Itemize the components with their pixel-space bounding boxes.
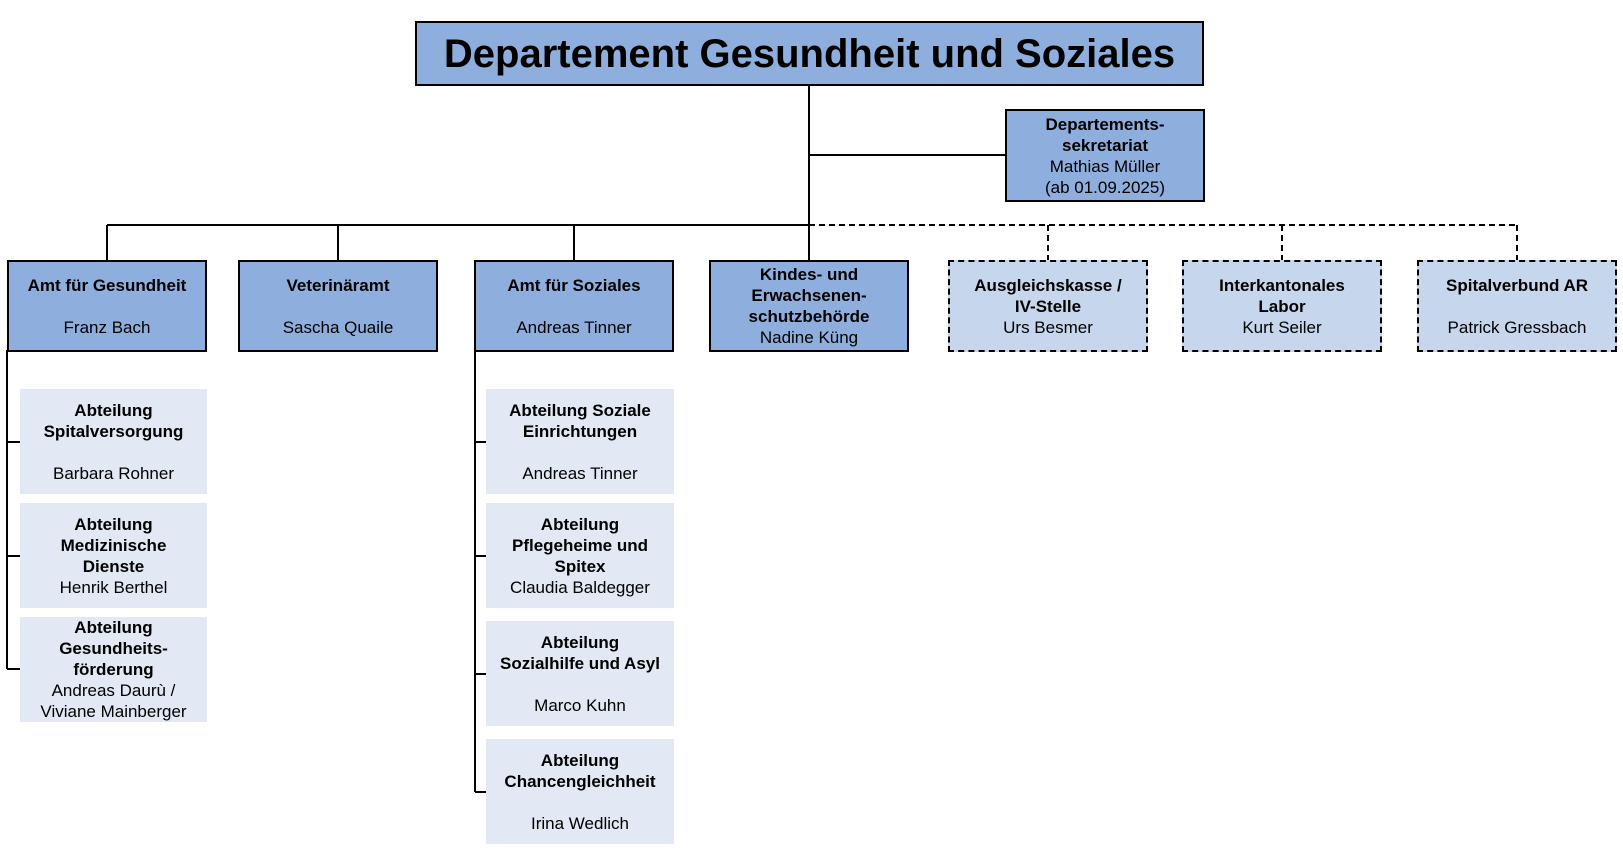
dept-title: Abteilung Chancengleichheit (504, 750, 656, 791)
unit-person: Patrick Gressbach (1447, 317, 1587, 337)
department-title-box: Departement Gesundheit und Soziales (415, 21, 1204, 86)
unit-title: Veterinäramt (286, 275, 390, 295)
unit-person: Nadine Küng (759, 328, 859, 347)
unit-title: Interkantonales Labor (1219, 275, 1345, 316)
dept-box-gesundheitsfoerderung: Abteilung Gesundheits- förderung Andreas… (20, 617, 207, 722)
dept-title: Abteilung Pflegeheime und Spitex (511, 514, 649, 576)
unit-box-interkantonales-labor: Interkantonales Labor Kurt Seiler (1182, 260, 1382, 352)
dept-box-sozialhilfe-asyl: Abteilung Sozialhilfe und Asyl Marco Kuh… (486, 621, 674, 726)
unit-title: Amt für Soziales (507, 275, 641, 295)
unit-box-amt-gesundheit: Amt für Gesundheit Franz Bach (7, 260, 207, 352)
unit-title: Ausgleichskasse / IV-Stelle (974, 275, 1122, 316)
dept-person: Andreas Tinner (522, 463, 638, 483)
unit-person: Urs Besmer (1003, 317, 1093, 337)
dept-box-soziale-einrichtungen: Abteilung Soziale Einrichtungen Andreas … (486, 389, 674, 494)
unit-title: Kindes- und Erwachsenen- schutzbehörde (748, 265, 870, 326)
dept-title: Abteilung Medizinische Dienste (60, 514, 167, 576)
dept-box-chancengleichheit: Abteilung Chancengleichheit Irina Wedlic… (486, 739, 674, 844)
dept-title: Abteilung Sozialhilfe und Asyl (500, 632, 660, 673)
dept-box-medizinische-dienste: Abteilung Medizinische Dienste Henrik Be… (20, 503, 207, 608)
dept-person: Marco Kuhn (534, 695, 626, 715)
unit-box-veterinaeramt: Veterinäramt Sascha Quaile (238, 260, 438, 352)
dept-person: Claudia Baldegger (510, 577, 650, 597)
secretariat-box: Departements- sekretariat Mathias Müller… (1005, 109, 1205, 202)
dept-box-spitalversorgung: Abteilung Spitalversorgung Barbara Rohne… (20, 389, 207, 494)
unit-person: Franz Bach (63, 317, 151, 337)
dept-title: Abteilung Gesundheits- förderung (59, 618, 168, 679)
unit-title: Spitalverbund AR (1446, 275, 1588, 295)
unit-person: Andreas Tinner (516, 317, 632, 337)
unit-title: Amt für Gesundheit (27, 275, 187, 295)
dept-person: Irina Wedlich (531, 813, 629, 833)
secretariat-person: Mathias Müller (ab 01.09.2025) (1044, 156, 1166, 197)
dept-person: Barbara Rohner (53, 463, 174, 483)
unit-person: Kurt Seiler (1242, 317, 1322, 337)
dept-person: Andreas Daurù / Viviane Mainberger (40, 681, 187, 721)
dept-title: Abteilung Soziale Einrichtungen (509, 400, 651, 441)
unit-box-kesb: Kindes- und Erwachsenen- schutzbehörde N… (709, 260, 909, 352)
dept-title: Abteilung Spitalversorgung (43, 400, 184, 441)
unit-box-ausgleichskasse: Ausgleichskasse / IV-Stelle Urs Besmer (948, 260, 1148, 352)
department-title: Departement Gesundheit und Soziales (443, 31, 1176, 76)
dept-box-pflegeheime-spitex: Abteilung Pflegeheime und Spitex Claudia… (486, 503, 674, 608)
unit-box-amt-soziales: Amt für Soziales Andreas Tinner (474, 260, 674, 352)
secretariat-title: Departements- sekretariat (1045, 114, 1165, 155)
unit-person: Sascha Quaile (282, 317, 394, 337)
dept-person: Henrik Berthel (59, 577, 168, 597)
unit-box-spitalverbund: Spitalverbund AR Patrick Gressbach (1417, 260, 1617, 352)
